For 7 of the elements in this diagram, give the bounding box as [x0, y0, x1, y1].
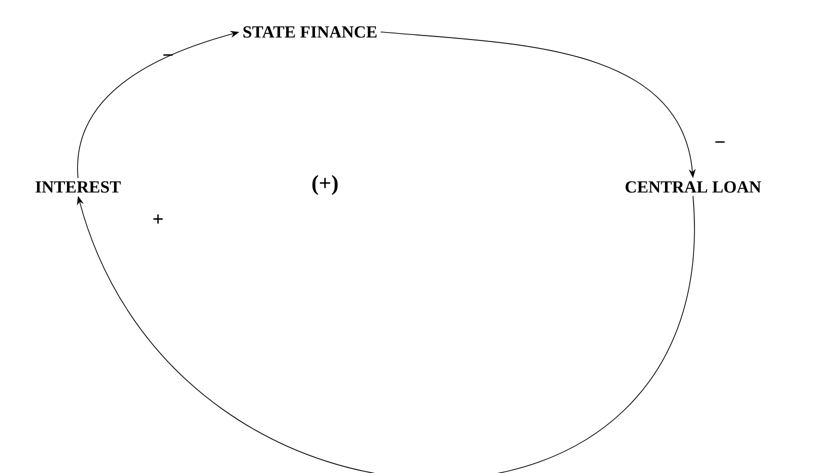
arrow	[76, 196, 694, 473]
edge-label: −	[715, 141, 725, 143]
loop-polarity: (+)	[312, 175, 338, 195]
node-label: STATE FINANCE	[243, 26, 377, 38]
node-label: CENTRAL LOAN	[626, 181, 762, 193]
edge-label: +	[153, 214, 163, 224]
node-label: INTEREST	[36, 181, 121, 193]
